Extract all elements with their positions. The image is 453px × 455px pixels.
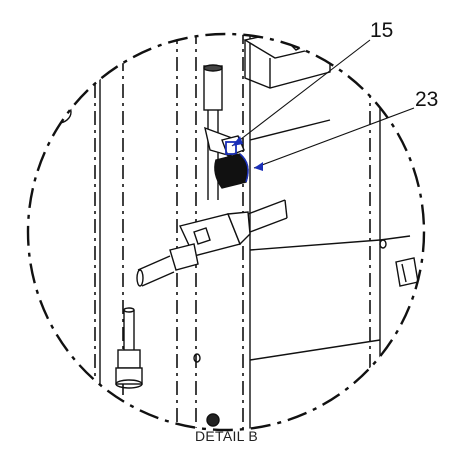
black-clamp — [214, 153, 249, 189]
small-holes — [193, 239, 387, 427]
callout-label-23: 23 — [415, 88, 439, 111]
arrowhead-15 — [232, 136, 243, 146]
top-bracket — [243, 34, 362, 89]
clip-bracket-assembly — [204, 126, 245, 160]
vertical-pipe — [203, 64, 223, 200]
tee-fitting — [136, 199, 288, 287]
detail-caption: DETAIL B — [194, 428, 259, 444]
callout-leaders — [231, 39, 415, 169]
callout-label-15: 15 — [370, 19, 394, 42]
panel-edges — [99, 34, 411, 430]
right-fitting — [395, 123, 419, 287]
lower-stud — [115, 307, 143, 389]
detail-boundary-circle — [26, 32, 426, 432]
arrowhead-23 — [254, 162, 263, 171]
